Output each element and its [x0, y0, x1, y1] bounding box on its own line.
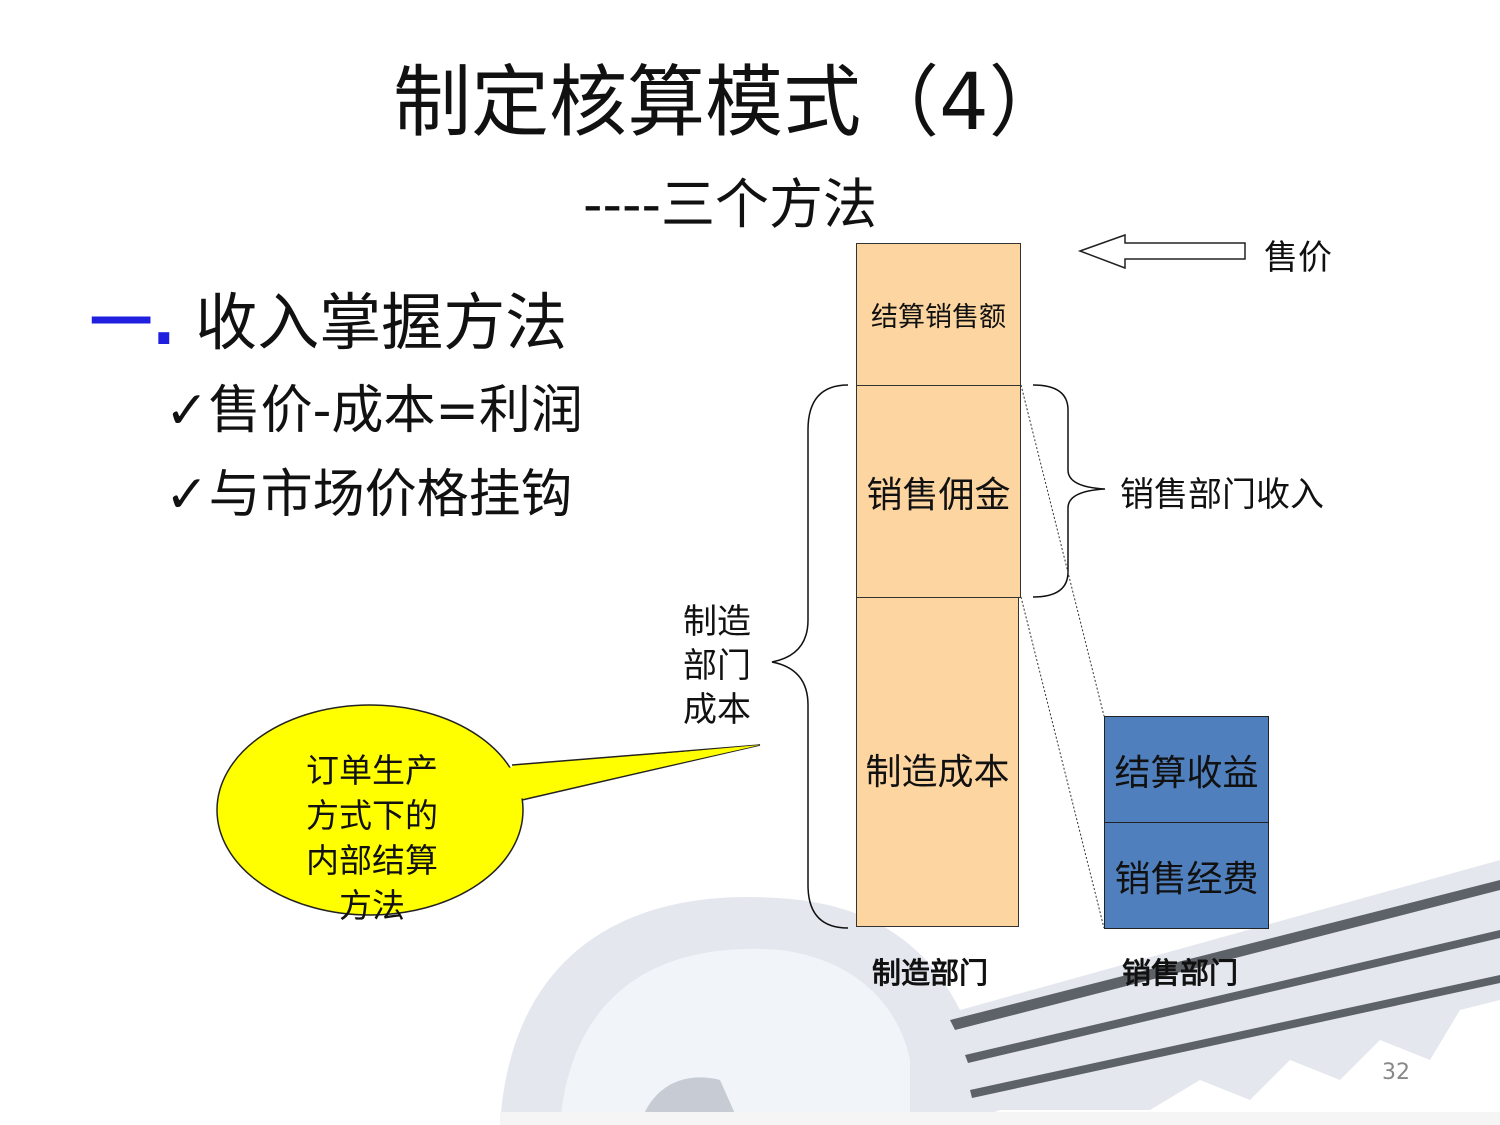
label-line: 部门 — [683, 646, 751, 686]
segment-settlement-income: 结算收益 — [1104, 716, 1269, 823]
segment-sales-commission: 销售佣金 — [856, 385, 1021, 598]
sales-income-label: 销售部门收入 — [1120, 475, 1324, 515]
section-number: 一. — [90, 286, 176, 359]
price-label: 售价 — [1264, 238, 1332, 278]
slide-title: 制定核算模式（4） — [393, 58, 1067, 148]
section-heading: 一. 收入掌握方法 — [90, 272, 567, 362]
segment-manufacturing-cost: 制造成本 — [856, 597, 1019, 927]
bullet-item: ✓售价-成本=利润 — [165, 381, 583, 441]
segment-label: 制造成本 — [865, 752, 1010, 793]
manufacturing-cost-label: 制造 部门 成本 — [683, 600, 751, 732]
slide-subtitle: ----三个方法 — [583, 173, 877, 236]
manufacturing-cost-brace — [771, 384, 849, 929]
callout-text: 订单生产方式下的内部结算方法 — [306, 751, 438, 925]
segment-sales-expense: 销售经费 — [1104, 822, 1269, 929]
bullet-item: ✓与市场价格挂钩 — [165, 465, 573, 525]
section-heading-text: 收入掌握方法 — [195, 286, 568, 359]
segment-settlement-sales: 结算销售额 — [856, 243, 1021, 386]
dotted-connector — [1020, 596, 1105, 929]
dotted-connector — [1020, 384, 1105, 717]
label-line: 制造 — [683, 602, 751, 642]
label-line: 成本 — [683, 690, 751, 730]
dept-label-manufacturing: 制造部门 — [872, 956, 989, 990]
callout-bubble — [216, 704, 761, 916]
dept-label-sales: 销售部门 — [1122, 956, 1239, 990]
sales-income-brace — [1032, 384, 1106, 598]
price-arrow-icon — [1077, 233, 1246, 270]
page-number: 32 — [1382, 1060, 1410, 1085]
